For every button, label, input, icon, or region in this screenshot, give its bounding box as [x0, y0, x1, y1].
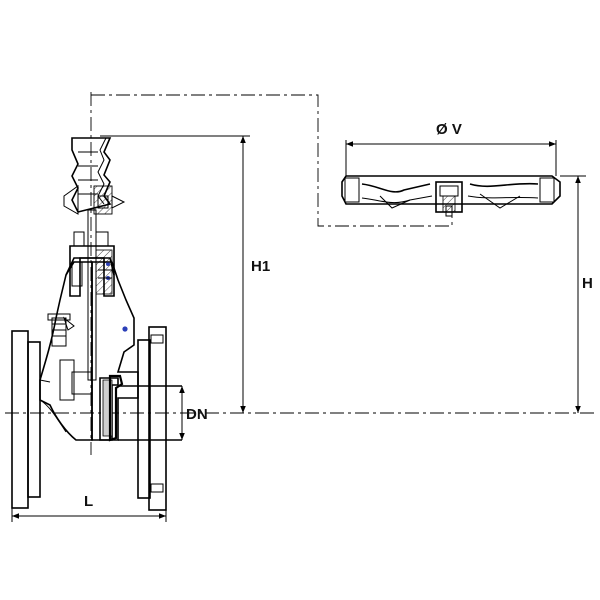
valve-body: [11, 257, 183, 511]
h1-label: H1: [251, 258, 270, 275]
body-right-section: [91, 261, 139, 441]
handwheel-leader-line: [91, 94, 453, 227]
wedge-rubber: [108, 374, 124, 442]
right-flange: [148, 326, 167, 511]
left-flange: [11, 330, 29, 509]
handwheel-rim: [341, 175, 561, 205]
operating-cap: [63, 137, 126, 215]
right-flange-neck: [137, 339, 151, 499]
dn-label: DN: [186, 406, 208, 423]
bolt-hole-top: [150, 334, 164, 344]
center-lines: [5, 92, 595, 455]
valve-stem: [69, 209, 115, 381]
diameter-label: Ø V: [436, 121, 462, 138]
bolt-hole-bottom: [150, 483, 164, 493]
handwheel: [341, 175, 561, 217]
left-flange-neck: [27, 341, 41, 498]
dimensions: [11, 135, 586, 522]
bonnet-bolt: [47, 313, 75, 347]
h-label: H: [582, 275, 593, 292]
body-left-half: [39, 261, 93, 441]
length-label: L: [84, 493, 93, 510]
seal-oring: [122, 326, 128, 332]
